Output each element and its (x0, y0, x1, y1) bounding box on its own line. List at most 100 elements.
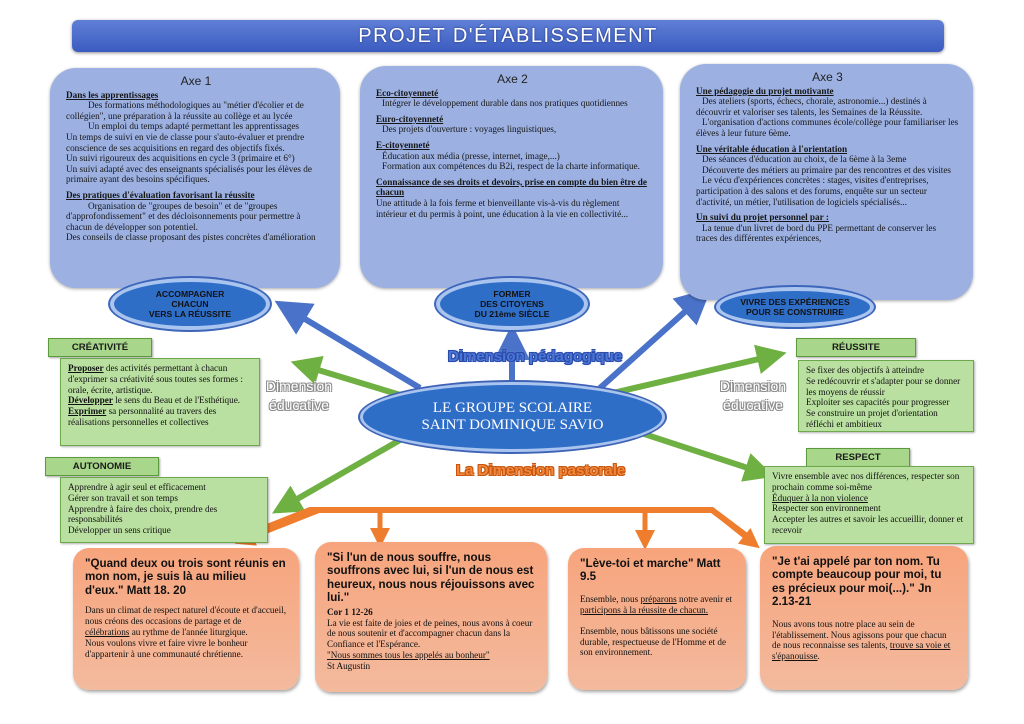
axis-3-line: Des séances d'éducation au choix, de la … (702, 154, 907, 165)
creativite-verb: Exprimer (68, 406, 107, 417)
creativite-text: le sens du Beau et de l'Esthétique. (112, 395, 241, 406)
axis-3-line: Des ateliers (sports, échecs, chorale, a… (696, 96, 927, 117)
quote-3-body-2: Ensemble, nous bâtissons une société dur… (580, 625, 727, 658)
axis-2-pill-line: DES CITOYENS (480, 299, 544, 309)
dimension-pedagogique-label: Dimension pédagogique (448, 348, 623, 365)
quote-1-text: "Quand deux ou trois sont réunis en mon … (85, 557, 286, 597)
axis-2-heading-1: Eco-citoyenneté (376, 87, 439, 98)
axis-3-pill-line: VIVRE DES EXPÉRIENCES (740, 297, 850, 307)
axis-3-pill: VIVRE DES EXPÉRIENCES POUR SE CONSTRUIRE (716, 287, 874, 327)
dimension-educative-left-line1: Dimension (265, 378, 333, 394)
axis-2-pill: FORMER DES CITOYENS DU 21ème SIÈCLE (436, 278, 588, 330)
dimension-educative-left-label: Dimension éducative (254, 377, 344, 415)
creativite-label: CRÉATIVITÉ (48, 338, 152, 357)
axis-1-card: Axe 1 Dans les apprentissages Des format… (50, 68, 340, 288)
quote-3-text: "Lève-toi et marche" Matt 9.5 (580, 557, 721, 584)
dimension-educative-left-line2: éducative (269, 397, 329, 413)
quote-1-body: au rythme de l'année liturgique. (129, 627, 248, 638)
axis-1-heading-1: Dans les apprentissages (66, 89, 159, 100)
axis-3-line: Découverte des métiers au primaire par d… (702, 164, 951, 175)
quote-1-body-2: Nous voulons vivre et faire vivre le bon… (85, 637, 248, 659)
axis-3-pill-line: POUR SE CONSTRUIRE (746, 307, 844, 317)
axis-1-pill-line: VERS LA RÉUSSITE (148, 309, 232, 319)
axis-1-title: Axe 1 (180, 74, 212, 88)
quote-4-body: . (817, 651, 820, 662)
orange-connector (234, 507, 760, 550)
quote-1-underlined: célébrations (85, 627, 130, 638)
quote-box-2: "Si l'un de nous souffre, nous souffrons… (315, 542, 547, 692)
axis-1-pill-line: ACCOMPAGNER (155, 289, 225, 299)
axis-2-line: Une attitude à la fois ferme et bienveil… (376, 197, 629, 219)
center-title-line1: LE GROUPE SCOLAIRE (432, 400, 593, 416)
creativite-text: sa personnalité au travers des réalisati… (68, 406, 217, 427)
dimension-educative-right-label: Dimension éducative (708, 377, 798, 415)
reussite-line: Se redécouvrir et s'adapter pour se donn… (806, 375, 961, 397)
reussite-box: Se fixer des objectifs à atteindre Se re… (798, 360, 974, 432)
quote-4-underlined: trouve sa voie et s'épanouisse (772, 640, 951, 662)
axis-1-pill: ACCOMPAGNER CHACUN VERS LA RÉUSSITE (110, 278, 270, 330)
axis-1-line: Un suivi rigoureux des acquisitions en c… (66, 153, 295, 164)
axis-2-pill-line: DU 21ème SIÈCLE (474, 309, 550, 319)
quote-4-body: Nous avons tous notre place au sein de l… (772, 618, 947, 651)
axis-2-card: Axe 2 Eco-citoyenneté Intégrer le dévelo… (360, 66, 663, 288)
axis-1-line: Un temps de suivi en vie de classe pour … (66, 131, 305, 153)
creativite-text: des activités permettant à chacun d'expr… (68, 363, 243, 395)
axis-1-heading-2: Des pratiques d'évaluation favorisant la… (66, 189, 255, 200)
quote-3-underlined: participons à la réussite de chacun. (580, 604, 709, 615)
blue-arrows (274, 287, 712, 391)
quote-1-body: Dans un climat de respect naturel d'écou… (85, 605, 287, 627)
axis-2-title: Axe 2 (497, 72, 528, 86)
quote-3-underlined: préparons (640, 593, 677, 604)
quote-4-text: "Je t'ai appelé par ton nom. Tu compte b… (772, 555, 942, 609)
quote-box-1: "Quand deux ou trois sont réunis en mon … (73, 548, 299, 690)
dimension-educative-right-line1: Dimension (719, 378, 787, 394)
respect-box: Vivre ensemble avec nos différences, res… (764, 466, 974, 544)
reussite-label: RÉUSSITE (796, 338, 916, 357)
respect-line: Accepter les autres et savoir les accuei… (772, 514, 964, 535)
axis-2-heading-4: Connaissance de ses droits et devoirs, p… (376, 176, 647, 198)
axis-3-card: Axe 3 Une pédagogie du projet motivante … (680, 64, 973, 300)
autonomie-line: Développer un sens critique (68, 525, 171, 536)
quote-2-ref: Cor 1 12-26 (327, 606, 373, 617)
axis-2-line: Intégrer le développement durable dans n… (382, 98, 628, 109)
axis-1-line: Des conseils de classe proposant des pis… (66, 232, 316, 243)
respect-label: RESPECT (806, 448, 910, 467)
axis-3-line: La tenue d'un livret de bord du PPE perm… (696, 222, 937, 244)
axis-3-line: Le vécu d'expériences concrètes : stages… (696, 175, 929, 207)
respect-line: Vivre ensemble avec nos différences, res… (772, 471, 960, 492)
center-title-line2: SAINT DOMINIQUE SAVIO (421, 417, 604, 433)
axis-1-line: Un suivi adapté avec des enseignants spé… (66, 163, 312, 185)
axis-3-line: L'organisation d'actions communes école/… (696, 117, 959, 138)
axis-2-line: Formation aux compétences du B2i, respec… (382, 161, 640, 172)
center-school-ellipse: LE GROUPE SCOLAIRE SAINT DOMINIQUE SAVIO (360, 382, 665, 452)
axis-3-heading-1: Une pédagogie du projet motivante (696, 85, 834, 96)
axis-1-line: Organisation de "groupes de besoin" et d… (66, 200, 301, 232)
page-title-banner: PROJET D'ÉTABLISSEMENT (72, 20, 944, 52)
axis-3-heading-2: Une véritable éducation à l'orientation (696, 143, 848, 154)
reussite-line: Exploiter ses capacités pour progresser (806, 397, 950, 408)
quote-2-body: La vie est faite de joies et de peines, … (327, 617, 533, 650)
axis-2-line: Des projets d'ouverture : voyages lingui… (382, 124, 557, 135)
quote-box-3: "Lève-toi et marche" Matt 9.5 Ensemble, … (568, 548, 746, 690)
autonomie-box: Apprendre à agir seul et efficacement Gé… (60, 477, 268, 543)
creativite-verb: Proposer (68, 363, 104, 373)
reussite-line: Se fixer des objectifs à atteindre (806, 365, 925, 375)
respect-line: Respecter son environnement (772, 503, 881, 514)
axis-3-heading-3: Un suivi du projet personnel par : (696, 212, 829, 223)
autonomie-line: Apprendre à agir seul et efficacement (68, 482, 206, 492)
creativite-box: Proposer des activités permettant à chac… (60, 358, 260, 446)
autonomie-line: Gérer son travail et son temps (68, 492, 178, 503)
axis-2-line: Éducation aux média (presse, internet, i… (382, 150, 560, 161)
quote-box-4: "Je t'ai appelé par ton nom. Tu compte b… (760, 546, 968, 690)
autonomie-line: Apprendre à faire des choix, prendre des… (68, 503, 218, 525)
axis-1-line: Un emploi du temps adapté permettant les… (88, 121, 299, 132)
axis-2-heading-2: Euro-citoyenneté (376, 113, 444, 124)
axis-3-title: Axe 3 (812, 70, 843, 84)
quote-3-body: Ensemble, nous (580, 593, 641, 604)
axis-2-pill-line: FORMER (493, 289, 531, 299)
quote-2-text: "Si l'un de nous souffre, nous souffrons… (327, 551, 535, 605)
autonomie-label: AUTONOMIE (45, 457, 159, 476)
reussite-line: Se construire un projet d'orientation ré… (806, 408, 938, 429)
quote-2-author: St Augustin (327, 661, 371, 672)
creativite-verb: Développer (68, 395, 113, 406)
